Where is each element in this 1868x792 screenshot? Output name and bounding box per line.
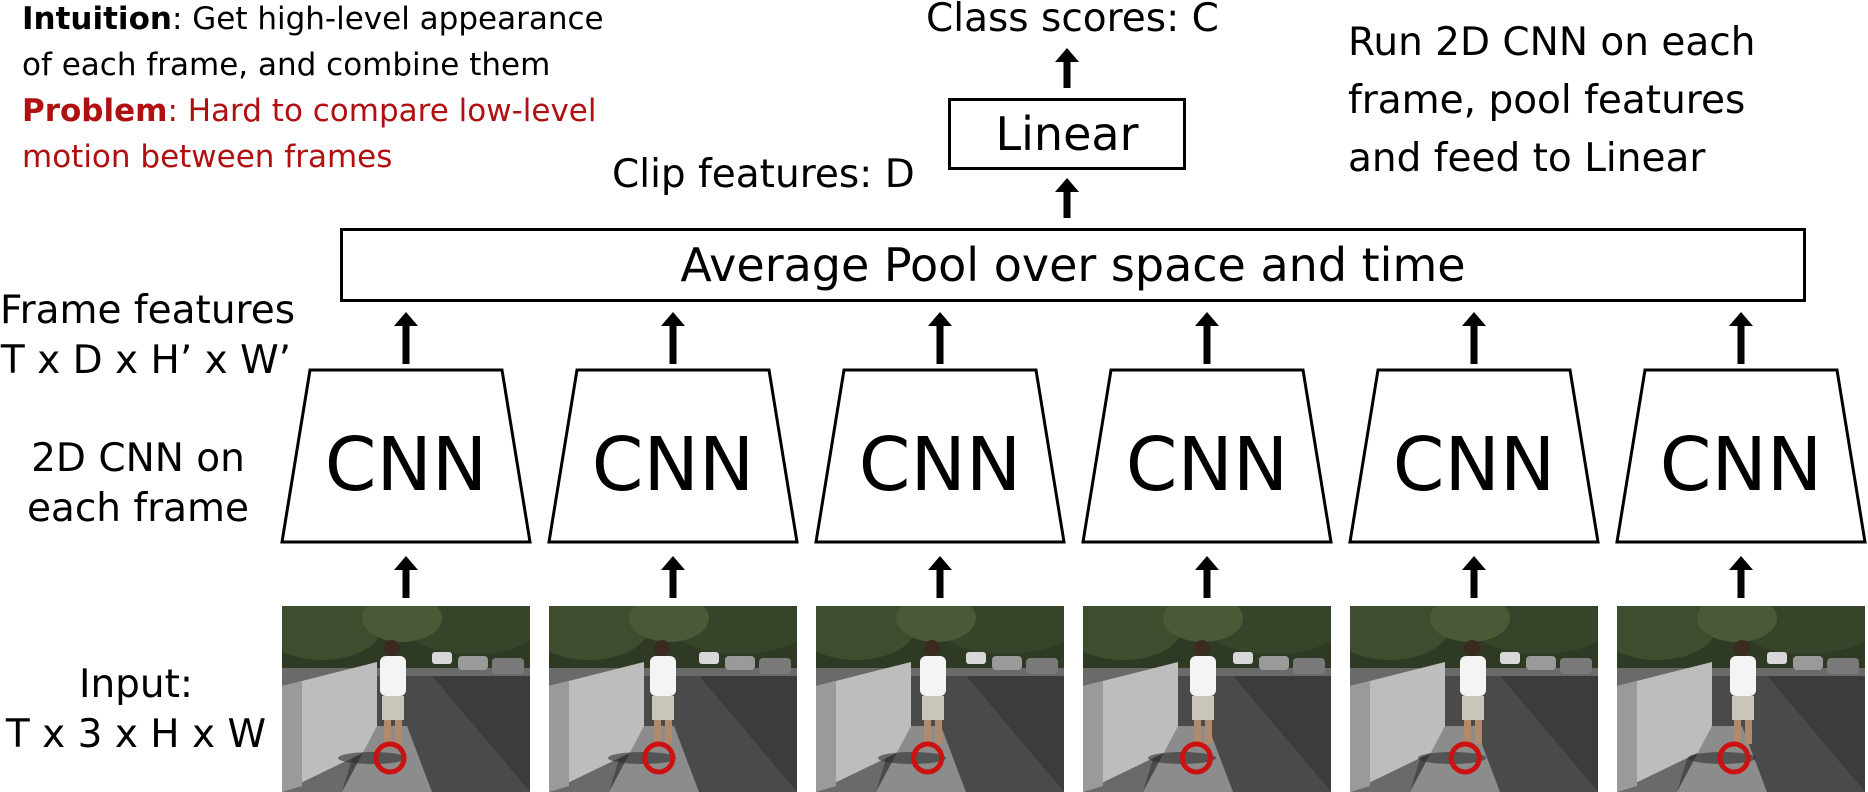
cnn-trapezoid bbox=[280, 368, 532, 544]
cnn-trapezoid bbox=[814, 368, 1066, 544]
cnn-label: CNN bbox=[1660, 422, 1822, 508]
intuition-text-1: : Get high-level appearance bbox=[171, 1, 604, 37]
cnn-label: CNN bbox=[1126, 422, 1288, 508]
arrow-frame-to-cnn bbox=[1729, 556, 1753, 598]
input-label: Input: T x 3 x H x W bbox=[0, 660, 282, 760]
arrow-linear-to-scores bbox=[1055, 48, 1079, 88]
clip-features-label: Clip features: D bbox=[612, 152, 915, 197]
cnn-block: CNN bbox=[814, 368, 1066, 544]
method-line-1: Run 2D CNN on each bbox=[1348, 20, 1756, 65]
video-frame bbox=[816, 606, 1064, 792]
arrow-frame-to-cnn bbox=[661, 556, 685, 598]
cnn-trapezoid bbox=[1081, 368, 1333, 544]
video-frame bbox=[1350, 606, 1598, 792]
cnn-block: CNN bbox=[280, 368, 532, 544]
class-scores-label: Class scores: C bbox=[926, 0, 1219, 41]
cnn-block: CNN bbox=[1081, 368, 1333, 544]
arrow-pool-to-linear bbox=[1055, 178, 1079, 218]
video-frame bbox=[549, 606, 797, 792]
input-line-1: Input: bbox=[78, 662, 194, 707]
video-frame bbox=[1617, 606, 1865, 792]
arrow-frame-to-cnn bbox=[1462, 556, 1486, 598]
arrow-cnn-to-pool bbox=[928, 312, 952, 364]
cnn-per-frame-line-2: each frame bbox=[26, 486, 250, 531]
cnn-trapezoid bbox=[547, 368, 799, 544]
linear-box: Linear bbox=[948, 98, 1186, 170]
average-pool-label: Average Pool over space and time bbox=[680, 238, 1466, 292]
problem-label: Problem bbox=[22, 93, 168, 129]
video-frame bbox=[1083, 606, 1331, 792]
frame-features-label: Frame features T x D x H’ x W’ bbox=[0, 286, 296, 386]
cnn-label: CNN bbox=[325, 422, 487, 508]
arrow-frame-to-cnn bbox=[1195, 556, 1219, 598]
video-frame bbox=[282, 606, 530, 792]
intuition-note: Intuition: Get high-level appearance of … bbox=[22, 0, 604, 180]
cnn-per-frame-line-1: 2D CNN on bbox=[31, 436, 245, 481]
arrow-cnn-to-pool bbox=[661, 312, 685, 364]
cnn-label: CNN bbox=[592, 422, 754, 508]
cnn-trapezoid bbox=[1615, 368, 1867, 544]
cnn-block: CNN bbox=[547, 368, 799, 544]
input-line-2: T x 3 x H x W bbox=[5, 712, 267, 757]
arrow-cnn-to-pool bbox=[1462, 312, 1486, 364]
arrow-frame-to-cnn bbox=[394, 556, 418, 598]
cnn-block: CNN bbox=[1615, 368, 1867, 544]
problem-text-1: : Hard to compare low-level bbox=[167, 93, 597, 129]
cnn-per-frame-label: 2D CNN on each frame bbox=[0, 434, 284, 534]
method-note: Run 2D CNN on each frame, pool features … bbox=[1348, 14, 1755, 188]
problem-text-2: motion between frames bbox=[22, 139, 393, 175]
linear-label: Linear bbox=[995, 107, 1139, 161]
frame-features-line-1: Frame features bbox=[0, 288, 296, 333]
cnn-block: CNN bbox=[1348, 368, 1600, 544]
arrow-cnn-to-pool bbox=[394, 312, 418, 364]
arrow-frame-to-cnn bbox=[928, 556, 952, 598]
intuition-label: Intuition bbox=[22, 1, 172, 37]
method-line-3: and feed to Linear bbox=[1348, 136, 1706, 181]
arrow-cnn-to-pool bbox=[1195, 312, 1219, 364]
cnn-label: CNN bbox=[1393, 422, 1555, 508]
frame-features-line-2: T x D x H’ x W’ bbox=[0, 338, 292, 383]
cnn-label: CNN bbox=[859, 422, 1021, 508]
cnn-trapezoid bbox=[1348, 368, 1600, 544]
intuition-text-2: of each frame, and combine them bbox=[22, 47, 551, 83]
method-line-2: frame, pool features bbox=[1348, 78, 1746, 123]
arrow-cnn-to-pool bbox=[1729, 312, 1753, 364]
average-pool-box: Average Pool over space and time bbox=[340, 228, 1806, 302]
